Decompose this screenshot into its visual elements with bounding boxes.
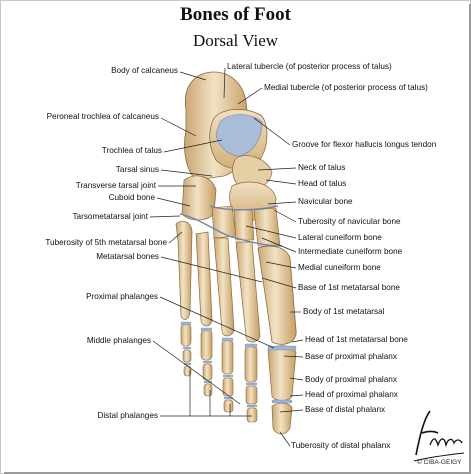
label-proximal-phalanges: Proximal phalanges <box>86 292 158 301</box>
label-lateral-cuneiform: Lateral cuneiform bone <box>298 233 382 242</box>
label-base-distal-phalanx: Base of distal phalanx <box>305 405 386 414</box>
label-metatarsal-bones: Metatarsal bones <box>96 252 159 261</box>
label-intermediate-cuneiform: Intermediate cuneiform bone <box>298 247 403 256</box>
label-head-1st-metatarsal: Head of 1st metatarsal bone <box>305 335 408 344</box>
frame-shadow-right <box>469 4 471 474</box>
label-cuboid-bone: Cuboid bone <box>108 193 155 202</box>
label-transverse-tarsal-joint: Transverse tarsal joint <box>75 181 156 190</box>
label-head-of-talus: Head of talus <box>298 179 347 188</box>
label-body-proximal-phalanx: Body of proximal phalanx <box>305 375 397 384</box>
phalanges <box>180 321 297 435</box>
frame-shadow-bottom <box>4 472 471 474</box>
tarsal-bones <box>179 175 283 247</box>
label-tarsal-sinus: Tarsal sinus <box>115 165 159 174</box>
label-groove-fhl: Groove for flexor hallucis longus tendon <box>292 140 437 149</box>
label-body-1st-metatarsal: Body of 1st metatarsal <box>303 307 385 316</box>
label-trochlea-of-talus: Trochlea of talus <box>101 146 162 155</box>
label-tuberosity-distal-phalanx: Tuberosity of distal phalanx <box>291 441 391 450</box>
label-head-proximal-phalanx: Head of proximal phalanx <box>305 390 398 399</box>
label-base-proximal-phalanx: Base of proximal phalanx <box>305 352 397 361</box>
copyright-text: © CIBA-GEIGY <box>417 459 462 466</box>
label-medial-cuneiform: Medial cuneiform bone <box>298 263 381 272</box>
label-tuberosity-navicular: Tuberosity of navicular bone <box>298 217 401 226</box>
label-distal-phalanges: Distal phalanges <box>97 411 158 420</box>
label-peroneal-trochlea: Peroneal trochlea of calcaneus <box>46 112 159 121</box>
figure-subtitle: Dorsal View <box>192 31 279 50</box>
label-tuberosity-5th-metatarsal: Tuberosity of 5th metatarsal bone <box>45 238 167 247</box>
label-medial-tubercle: Medial tubercle (of posterior process of… <box>264 83 428 92</box>
metatarsal-bones <box>175 220 297 345</box>
artist-signature <box>413 410 465 462</box>
label-neck-of-talus: Neck of talus <box>298 163 346 172</box>
label-middle-phalanges: Middle phalanges <box>86 336 151 345</box>
figure-title: Bones of Foot <box>180 4 291 25</box>
label-base-1st-metatarsal: Base of 1st metatarsal bone <box>298 283 400 292</box>
label-lateral-tubercle: Lateral tubercle (of posterior process o… <box>227 62 392 71</box>
label-navicular-bone: Navicular bone <box>298 197 353 206</box>
label-body-of-calcaneus: Body of calcaneus <box>111 66 178 75</box>
label-tarsometatarsal-joint: Tarsometatarsal joint <box>72 212 148 221</box>
talus-bone <box>209 109 273 190</box>
leader-lines <box>149 67 304 447</box>
